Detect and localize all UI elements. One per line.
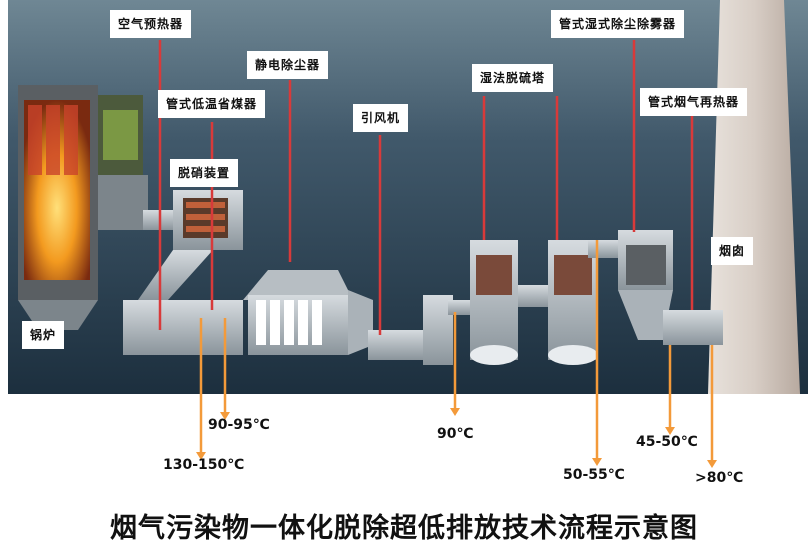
- label-economizer: 管式低温省煤器: [158, 90, 266, 118]
- denox-unit: [123, 190, 243, 355]
- temp-t2: 90-95℃: [208, 417, 270, 433]
- diagram-title: 烟气污染物一体化脱除超低排放技术流程示意图: [110, 513, 698, 544]
- temp-t3: 90℃: [437, 426, 474, 442]
- label-denox: 脱硝装置: [170, 159, 239, 187]
- label-air-preheater: 空气预热器: [110, 10, 192, 38]
- temp-t5: 45-50℃: [636, 434, 698, 450]
- boiler: [18, 85, 203, 330]
- label-wet-esp: 管式湿式除尘除雾器: [551, 10, 685, 38]
- label-esp: 静电除尘器: [247, 51, 329, 79]
- id-fan: [368, 295, 478, 365]
- fgd-tower-1: [470, 240, 518, 365]
- label-id-fan: 引风机: [353, 104, 409, 132]
- temp-t1: 130-150℃: [163, 457, 245, 473]
- temp-t6: >80℃: [695, 470, 744, 486]
- esp-unit: [243, 270, 373, 355]
- plant-scene: [8, 0, 808, 394]
- label-reheater: 管式烟气再热器: [640, 88, 748, 116]
- wet-esp-unit: [618, 230, 723, 345]
- label-chimney: 烟囱: [711, 237, 754, 265]
- label-boiler: 锅炉: [22, 321, 65, 349]
- label-wet-fgd: 湿法脱硫塔: [472, 64, 554, 92]
- temp-t4: 50-55℃: [563, 467, 625, 483]
